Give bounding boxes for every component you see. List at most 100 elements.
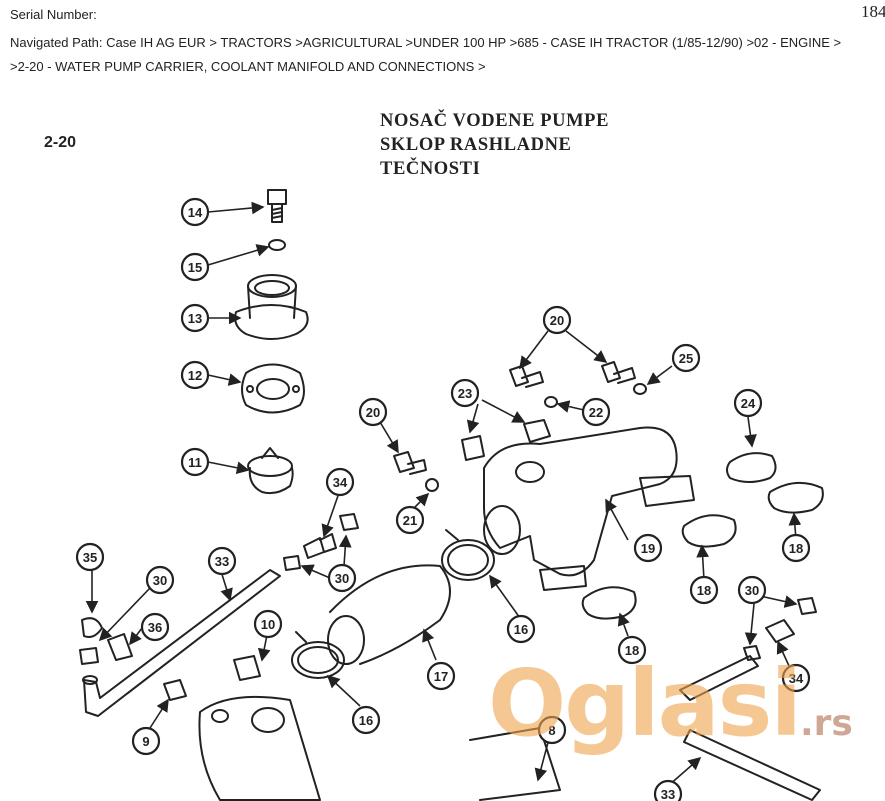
callout-label: 30 [745,583,759,598]
part-coolant-manifold-19 [483,426,695,591]
callout-circle [351,705,381,735]
callout-label: 24 [741,396,756,411]
callout-34: 34 [781,663,811,693]
callout-label: 9 [142,734,149,749]
diagram-title-line-3: TEČNOSTI [380,159,481,179]
navigated-path-line-1: Navigated Path: Case IH AG EUR > TRACTOR… [10,35,842,50]
callout-label: 8 [548,723,555,738]
part-fitting-34a [303,533,337,559]
callout-circle [737,575,767,605]
callout-label: 23 [458,386,472,401]
callout-label: 16 [359,713,373,728]
callout-label: 25 [679,351,693,366]
callout-20: 20 [358,397,388,427]
part-gasket-18a [767,481,824,514]
callout-33: 33 [653,779,683,801]
callout-label: 21 [403,513,417,528]
part-water-pump-carrier-8 [198,695,561,801]
part-clamp-30a [339,513,359,531]
callout-17: 17 [426,661,456,691]
part-clamp-30b [283,555,301,571]
callout-30: 30 [737,575,767,605]
callout-circle [450,378,480,408]
part-washer-22 [544,396,558,408]
callout-36: 36 [140,612,170,642]
callout-circle [537,715,567,745]
callout-22: 22 [581,397,611,427]
callout-circle [140,612,170,642]
callout-circle [581,397,611,427]
callout-label: 10 [261,617,275,632]
callout-label: 12 [188,368,202,383]
serial-number-label: Serial Number: [10,7,97,22]
callout-25: 25 [671,343,701,373]
callout-circle [325,467,355,497]
part-pipe-33b [679,655,821,801]
callout-circle [689,575,719,605]
part-bolt-14 [267,189,287,223]
callout-circle [426,661,456,691]
callout-35: 35 [75,542,105,572]
watermark-text: Oglasi [488,650,802,757]
oglasi-watermark: Oglasi.rs [488,650,853,757]
callout-circle [207,546,237,576]
part-clamp-30e [743,645,761,661]
callout-label: 34 [789,671,804,686]
callout-18: 18 [617,635,647,665]
part-plug-23 [461,419,551,461]
callout-circle [506,614,536,644]
part-gasket-12 [241,363,305,414]
callout-circle [633,533,663,563]
callout-circle [131,726,161,756]
navigated-path-line-2: >2-20 - WATER PUMP CARRIER, COOLANT MANI… [10,59,486,74]
callout-circle [180,360,210,390]
callout-label: 36 [148,620,162,635]
callout-label: 15 [188,260,202,275]
callout-circle [358,397,388,427]
callout-11: 11 [180,447,210,477]
part-bolt-20c [393,451,427,475]
callout-24: 24 [733,388,763,418]
callout-21: 21 [395,505,425,535]
part-clamp-30c [81,617,103,638]
callout-label: 14 [188,205,203,220]
callout-33: 33 [207,546,237,576]
page-number: 184 [861,2,885,21]
callout-circle [395,505,425,535]
callout-16: 16 [351,705,381,735]
callout-10: 10 [253,609,283,639]
part-gasket-18c [581,586,637,620]
diagram-title-line-2: SKLOP RASHLADNE [380,135,572,155]
callout-15: 15 [180,252,210,282]
callout-label: 18 [697,583,711,598]
callout-circle [733,388,763,418]
callout-20: 20 [542,305,572,335]
watermark-suffix: .rs [799,703,853,744]
callout-8: 8 [537,715,567,745]
part-gasket-18b [681,514,737,548]
part-clamp-30d [797,597,817,615]
part-bolt-20a [509,365,544,388]
callout-circle [145,565,175,595]
part-hose-clamp-16a [441,529,495,581]
callout-label: 18 [789,541,803,556]
callout-label: 20 [366,405,380,420]
callout-label: 18 [625,643,639,658]
callout-30: 30 [145,565,175,595]
part-plug-10 [233,655,261,681]
diagram-title-line-1: NOSAČ VODENE PUMPE [380,111,610,131]
callout-14: 14 [180,197,210,227]
callout-circle [327,563,357,593]
part-fitting-34b [765,619,795,643]
callout-34: 34 [325,467,355,497]
part-bolt-20b [601,361,636,384]
callout-label: 17 [434,669,448,684]
callout-circle [781,663,811,693]
part-fitting-36 [107,633,133,661]
part-gasket-24 [726,452,777,483]
section-number: 2-20 [44,134,77,151]
callout-16: 16 [506,614,536,644]
callout-label: 33 [215,554,229,569]
callout-circle [75,542,105,572]
callout-label: 11 [188,455,202,470]
